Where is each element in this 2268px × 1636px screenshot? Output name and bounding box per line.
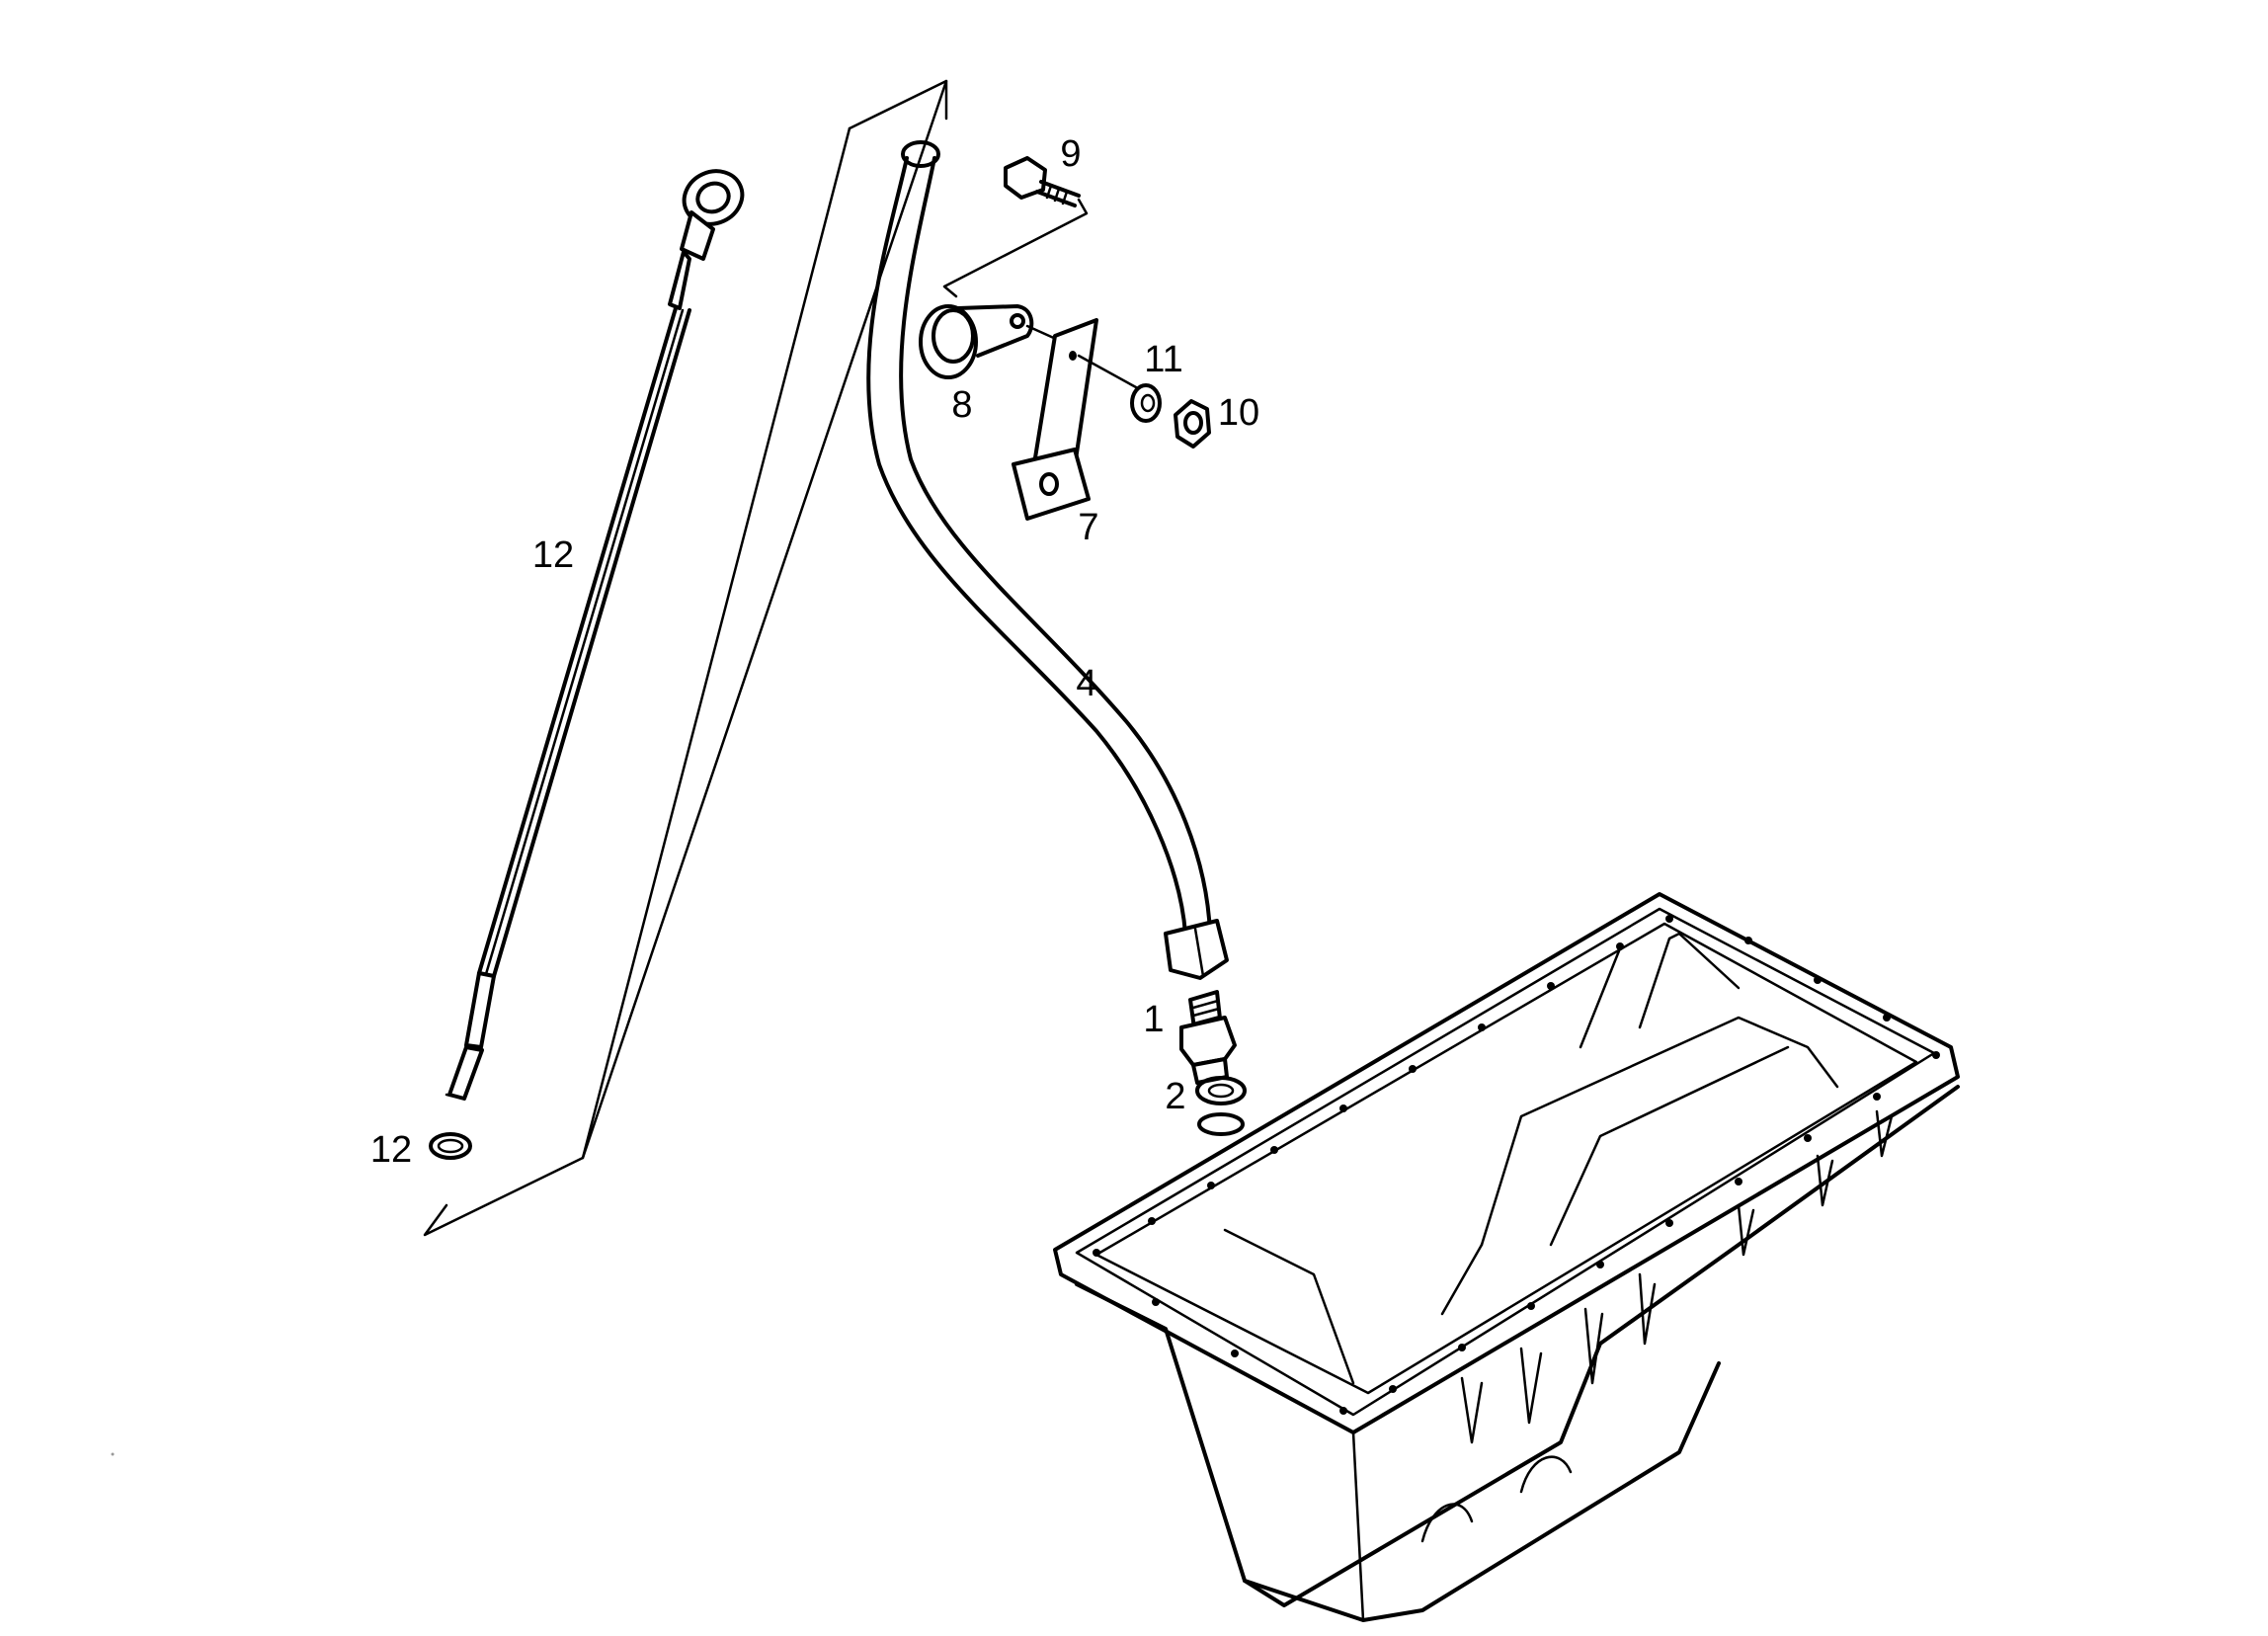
- screw: [942, 156, 1089, 298]
- support-bracket: [1012, 318, 1138, 521]
- o-ring: [429, 1132, 472, 1160]
- callout-1: 1: [1143, 999, 1165, 1040]
- callout-7: 7: [1078, 507, 1099, 548]
- callout-10: 10: [1217, 392, 1260, 434]
- oil-filler-tube: [866, 140, 1229, 980]
- callout-2: 2: [1165, 1076, 1186, 1117]
- scan-dot: [111, 1452, 115, 1456]
- assembly-boundary: [423, 79, 948, 1237]
- callout-11: 11: [1144, 339, 1183, 380]
- callout-8: 8: [951, 384, 973, 426]
- union-fitting: [1179, 990, 1237, 1085]
- callout-4: 4: [1076, 663, 1097, 704]
- callout-12-o-ring: 12: [369, 1129, 413, 1171]
- washer: [1130, 383, 1162, 423]
- callout-12-dipstick: 12: [531, 534, 575, 576]
- oil-sump: [1053, 892, 1960, 1622]
- nut: [1174, 399, 1211, 449]
- sealing-washer: [1195, 1076, 1247, 1105]
- clamp: [919, 304, 1069, 379]
- callout-9: 9: [1060, 133, 1082, 175]
- dipstick: [445, 169, 745, 1101]
